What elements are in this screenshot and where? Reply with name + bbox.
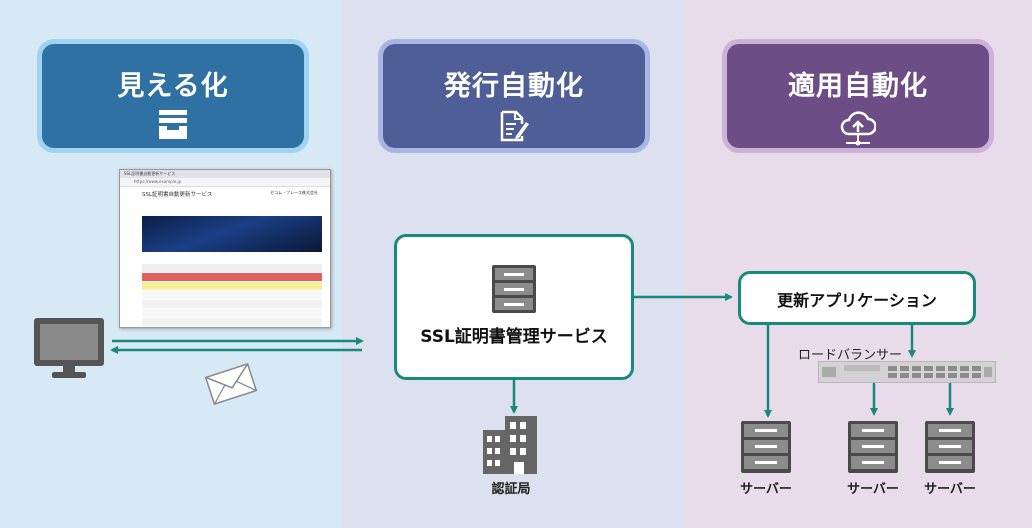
header-title: 発行自動化 bbox=[444, 71, 584, 102]
header-deployment: 適用自動化 bbox=[727, 44, 989, 148]
server-icon bbox=[925, 421, 975, 473]
browser-company: セコム・ブレース株式会社 bbox=[270, 190, 318, 195]
ssl-management-service-box: SSL証明書管理サービス bbox=[394, 234, 634, 380]
server-icon bbox=[492, 265, 536, 313]
update-app-label: 更新アプリケーション bbox=[777, 291, 937, 310]
browser-banner-image bbox=[142, 216, 322, 252]
load-balancer-icon bbox=[818, 361, 996, 383]
browser-page-title: SSL証明書自動更新サービス bbox=[142, 192, 213, 198]
server-label: サーバー bbox=[924, 482, 976, 497]
monitor-icon bbox=[34, 318, 104, 378]
header-issuance: 発行自動化 bbox=[383, 44, 645, 148]
load-balancer-label: ロードバランサー bbox=[798, 348, 903, 363]
server-label: サーバー bbox=[740, 482, 792, 497]
inbox-tray-icon bbox=[159, 110, 187, 139]
browser-address: https://www.example.jp bbox=[120, 178, 330, 187]
header-title: 見える化 bbox=[117, 71, 229, 102]
server-label: サーバー bbox=[847, 482, 899, 497]
building-icon bbox=[483, 416, 537, 474]
browser-tab: SSL証明書自動更新サービス bbox=[120, 170, 330, 178]
browser-table bbox=[142, 264, 322, 327]
browser-screenshot: SSL証明書自動更新サービス https://www.example.jp SS… bbox=[119, 169, 331, 328]
header-visibility: 見える化 bbox=[42, 44, 304, 148]
server-icon bbox=[848, 421, 898, 473]
cloud-upload-icon bbox=[840, 111, 876, 146]
update-application-box: 更新アプリケーション bbox=[738, 271, 976, 325]
ca-label: 認証局 bbox=[491, 482, 531, 497]
server-icon bbox=[741, 421, 791, 473]
header-title: 適用自動化 bbox=[788, 71, 928, 102]
document-edit-icon bbox=[500, 110, 529, 142]
email-envelope-icon bbox=[204, 362, 258, 406]
ssl-service-label: SSL証明書管理サービス bbox=[420, 327, 608, 347]
